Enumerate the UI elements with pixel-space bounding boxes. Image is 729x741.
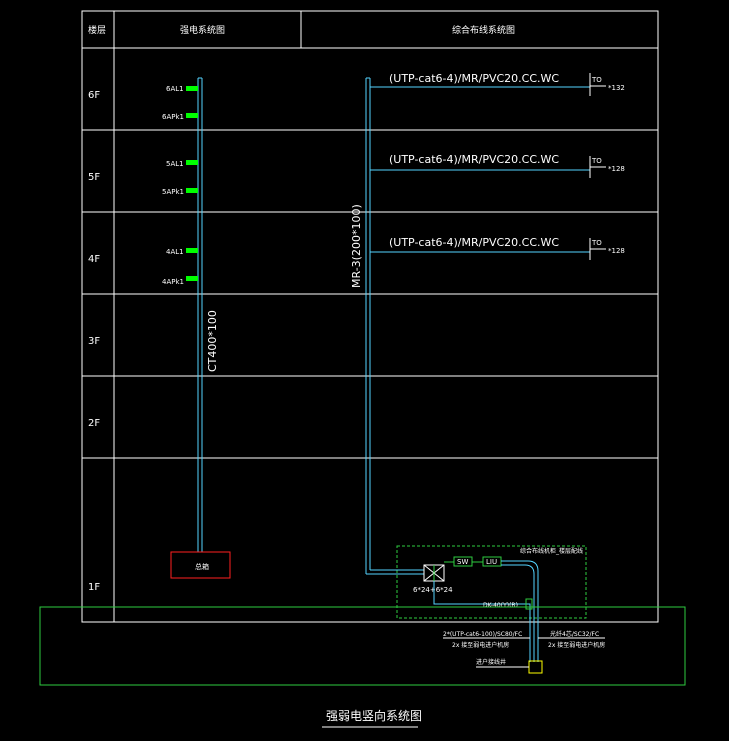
utp-route [433, 581, 531, 662]
to-label-4f: TO [591, 239, 602, 247]
count-label-5f: *128 [608, 165, 625, 173]
panel-label-4apk1: 4APk1 [162, 278, 184, 286]
floor-label-6f: 6F [88, 90, 100, 101]
entry-pit-label: 进户接线井 [476, 658, 506, 666]
panel-box-4apk1 [186, 276, 198, 281]
incoming-fiber-note: 2x 接至弱电进户机房 [548, 641, 605, 649]
cabling-riser-label: MR-3(200*100) [350, 204, 363, 288]
incoming-utp-label: 2*(UTP-cat6-100)/SC80/FC [443, 631, 522, 638]
panel-label-4al1: 4AL1 [166, 248, 184, 256]
incoming-utp-note: 2x 接至弱电进户机房 [452, 641, 509, 649]
table-frame [81, 10, 659, 623]
header-floor: 楼层 [88, 24, 106, 36]
main-power-box [170, 551, 231, 579]
fiber-route-inner [501, 564, 535, 662]
panel-box-6al1 [186, 86, 198, 91]
building-outline [39, 606, 686, 686]
panel-box-5apk1 [186, 188, 198, 193]
fiber-route-outer [501, 560, 539, 662]
liu-label: LIU [486, 558, 497, 566]
diagram-caption: 强弱电竖向系统图 [326, 708, 422, 723]
entry-pit-box [528, 660, 543, 674]
panel-box-6apk1 [186, 113, 198, 118]
main-power-box-label: 总箱 [195, 562, 209, 571]
floor-label-2f: 2F [88, 418, 100, 429]
floor-label-4f: 4F [88, 254, 100, 265]
cable-label-6f: (UTP-cat6-4)/MR/PVC20.CC.WC [389, 72, 559, 85]
panel-box-5al1 [186, 160, 198, 165]
equipment-room-outline [396, 545, 587, 619]
panel-label-6al1: 6AL1 [166, 85, 184, 93]
dk-label: DK-40(Y)(R) [483, 602, 518, 609]
panel-label-6apk1: 6APk1 [162, 113, 184, 121]
floor-label-3f: 3F [88, 336, 100, 347]
dk-symbol [525, 598, 533, 610]
count-label-4f: *128 [608, 247, 625, 255]
header-power: 强电系统图 [180, 24, 225, 36]
cable-label-5f: (UTP-cat6-4)/MR/PVC20.CC.WC [389, 153, 559, 166]
equipment-room-label: 综合布线机柜_楼层配线 [520, 547, 583, 555]
incoming-fiber-label: 光纤4芯/SC32/FC [550, 630, 599, 638]
floor-label-5f: 5F [88, 172, 100, 183]
panel-box-4al1 [186, 248, 198, 253]
power-riser-label: CT400*100 [206, 310, 219, 372]
to-label-5f: TO [591, 157, 602, 165]
panel-label-5al1: 5AL1 [166, 160, 184, 168]
to-label-6f: TO [591, 76, 602, 84]
panel-label-5apk1: 5APk1 [162, 188, 184, 196]
cable-label-4f: (UTP-cat6-4)/MR/PVC20.CC.WC [389, 236, 559, 249]
rack-note: 6*24+6*24 [413, 586, 453, 594]
floor-label-1f: 1F [88, 582, 100, 593]
count-label-6f: *132 [608, 84, 625, 92]
switch-label: SW [457, 558, 468, 566]
header-cabling: 综合布线系统图 [452, 24, 515, 36]
